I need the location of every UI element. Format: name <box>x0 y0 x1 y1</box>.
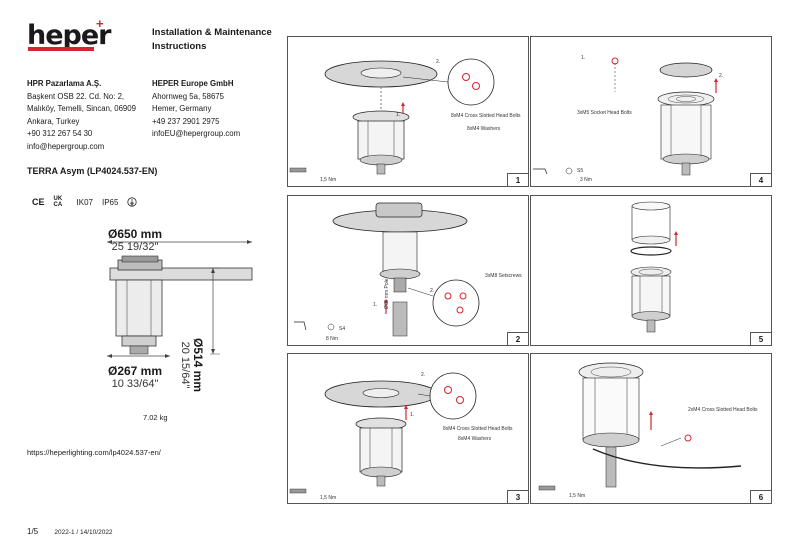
step-2-substep-2: 2. <box>430 288 435 294</box>
step-4-substep-2: 2. <box>719 73 724 79</box>
step-panel-1: 2. 1. 8xM4 Cross Slotted Head Bolts 8xM4… <box>287 36 529 187</box>
width-inch: 25 19/32" <box>111 241 159 253</box>
step-2-label-setscrews: 3xM8 Setscrews <box>485 273 522 279</box>
company-eu-line: Hemer, Germany <box>152 104 212 113</box>
step-1-label-washers: 8xM4 Washers <box>467 126 501 132</box>
base-mm: Ø267 mm <box>107 364 163 378</box>
height-inch: 20 15/64" <box>179 341 191 389</box>
step-panel-3: 2. 1. 8xM4 Cross Slotted Head Bolts 8xM4… <box>287 353 529 504</box>
company-eu-block: HEPER Europe GmbH Ahornweg 5a, 58675 Hem… <box>152 78 240 141</box>
step-panel-4: 1. 2. 3xM5 Socket Head Bolts 3 Nm S5 4 <box>530 36 772 187</box>
certification-row: CE UK CA IK07 IP65 <box>32 196 138 208</box>
step-5-illustration <box>630 201 678 333</box>
company-eu-phone: +49 237 2901 2975 <box>152 116 220 126</box>
company-tr-name: HPR Pazarlama A.Ş. <box>27 79 102 88</box>
step-4-label-bolts: 3xM5 Socket Head Bolts <box>577 110 632 116</box>
logo-wordmark: heper <box>27 20 112 51</box>
heper-logo: heper + <box>27 16 112 52</box>
step-3-substep-1: 1. <box>410 412 415 418</box>
step-2-tool-size: S4 <box>339 326 346 332</box>
company-tr-email[interactable]: info@hepergroup.com <box>27 141 105 151</box>
ip-rating: IP65 <box>101 197 119 207</box>
width-dimension: Ø650 mm 25 19/32" <box>100 227 170 253</box>
step-1-label-bolts: 8xM4 Cross Slotted Head Bolts <box>451 113 521 119</box>
step-2-pole-diameter: Ø60 mm Pole <box>384 278 390 309</box>
step-3-torque: 1,5 Nm <box>320 495 337 501</box>
product-dimension-drawing <box>107 240 253 358</box>
product-name: TERRA Asym (LP4024.537-EN) <box>27 166 158 176</box>
step-4-illustration <box>533 57 718 176</box>
base-inch: 10 33/64" <box>111 378 159 390</box>
step-panel-5: 5 <box>530 195 772 346</box>
step-1-torque: 1,5 Nm <box>320 177 337 183</box>
step-6-label-bolts: 2xM4 Cross Slotted Head Bolts <box>688 407 758 413</box>
company-tr-line: Başkent OSB 22. Cd. No: 2, <box>27 91 125 101</box>
company-eu-email[interactable]: infoEU@hepergroup.com <box>152 129 241 138</box>
step-2-torque: 8 Nm <box>326 336 338 342</box>
product-weight: 7.02 kg <box>143 413 168 422</box>
step-4-torque: 3 Nm <box>580 177 592 183</box>
company-tr-line: Ankara, Turkey <box>27 116 80 126</box>
step-6-number: 6 <box>750 490 772 504</box>
step-3-number: 3 <box>507 490 529 504</box>
class-ii-icon <box>127 197 138 207</box>
height-mm: Ø514 mm <box>191 337 205 393</box>
step-2-substep-1: 1. <box>373 302 378 308</box>
document-version: 2022-1 / 14/10/2022 <box>54 529 113 536</box>
ce-mark: CE <box>32 197 45 207</box>
height-dimension: Ø514 mm 20 15/64" <box>179 322 205 408</box>
step-4-substep-1: 1. <box>581 55 586 61</box>
company-tr-phone: +90 312 267 54 30 <box>27 129 93 138</box>
ukca-mark: UK CA <box>53 196 63 208</box>
width-mm: Ø650 mm <box>107 227 163 241</box>
step-5-number: 5 <box>750 332 772 346</box>
step-1-substep-1: 1. <box>396 112 401 118</box>
step-1-substep-2: 2. <box>436 59 441 65</box>
company-eu-name: HEPER Europe GmbH <box>152 79 234 88</box>
step-panel-6: 2xM4 Cross Slotted Head Bolts 1,5 Nm 6 <box>530 353 772 504</box>
logo-plus-mark: + <box>96 16 104 31</box>
product-url-link[interactable]: https://heperlighting.com/lp4024.537-en/ <box>27 448 161 457</box>
page-number: 1/5 <box>27 527 39 536</box>
step-panel-2: 3xM8 Setscrews 1. 2. Ø60 mm Pole S4 8 Nm… <box>287 195 529 346</box>
ik-rating: IK07 <box>76 197 93 207</box>
document-title: Installation & Maintenance Instructions <box>152 27 272 52</box>
step-6-torque: 1,5 Nm <box>569 493 586 499</box>
step-4-number: 4 <box>750 173 772 187</box>
company-tr-line: Malıköy, Temelli, Sincan, 06909 <box>27 104 136 113</box>
step-2-illustration <box>294 202 480 337</box>
step-2-number: 2 <box>507 332 529 346</box>
step-3-substep-2: 2. <box>421 372 426 378</box>
logo-underline <box>28 47 94 51</box>
page-footer: 1/5 2022-1 / 14/10/2022 <box>27 527 113 536</box>
step-3-label-washers: 8xM4 Washers <box>458 436 492 442</box>
company-tr-block: HPR Pazarlama A.Ş. Başkent OSB 22. Cd. N… <box>27 78 136 153</box>
company-eu-line: Ahornweg 5a, 58675 <box>152 91 224 101</box>
step-4-tool-size: S5 <box>577 168 584 174</box>
step-3-illustration <box>289 372 477 494</box>
step-1-number: 1 <box>507 173 529 187</box>
step-6-illustration <box>538 362 742 491</box>
step-1-illustration <box>289 58 495 175</box>
base-dimension: Ø267 mm 10 33/64" <box>100 364 170 390</box>
step-3-label-bolts: 8xM4 Cross Slotted Head Bolts <box>443 426 513 432</box>
